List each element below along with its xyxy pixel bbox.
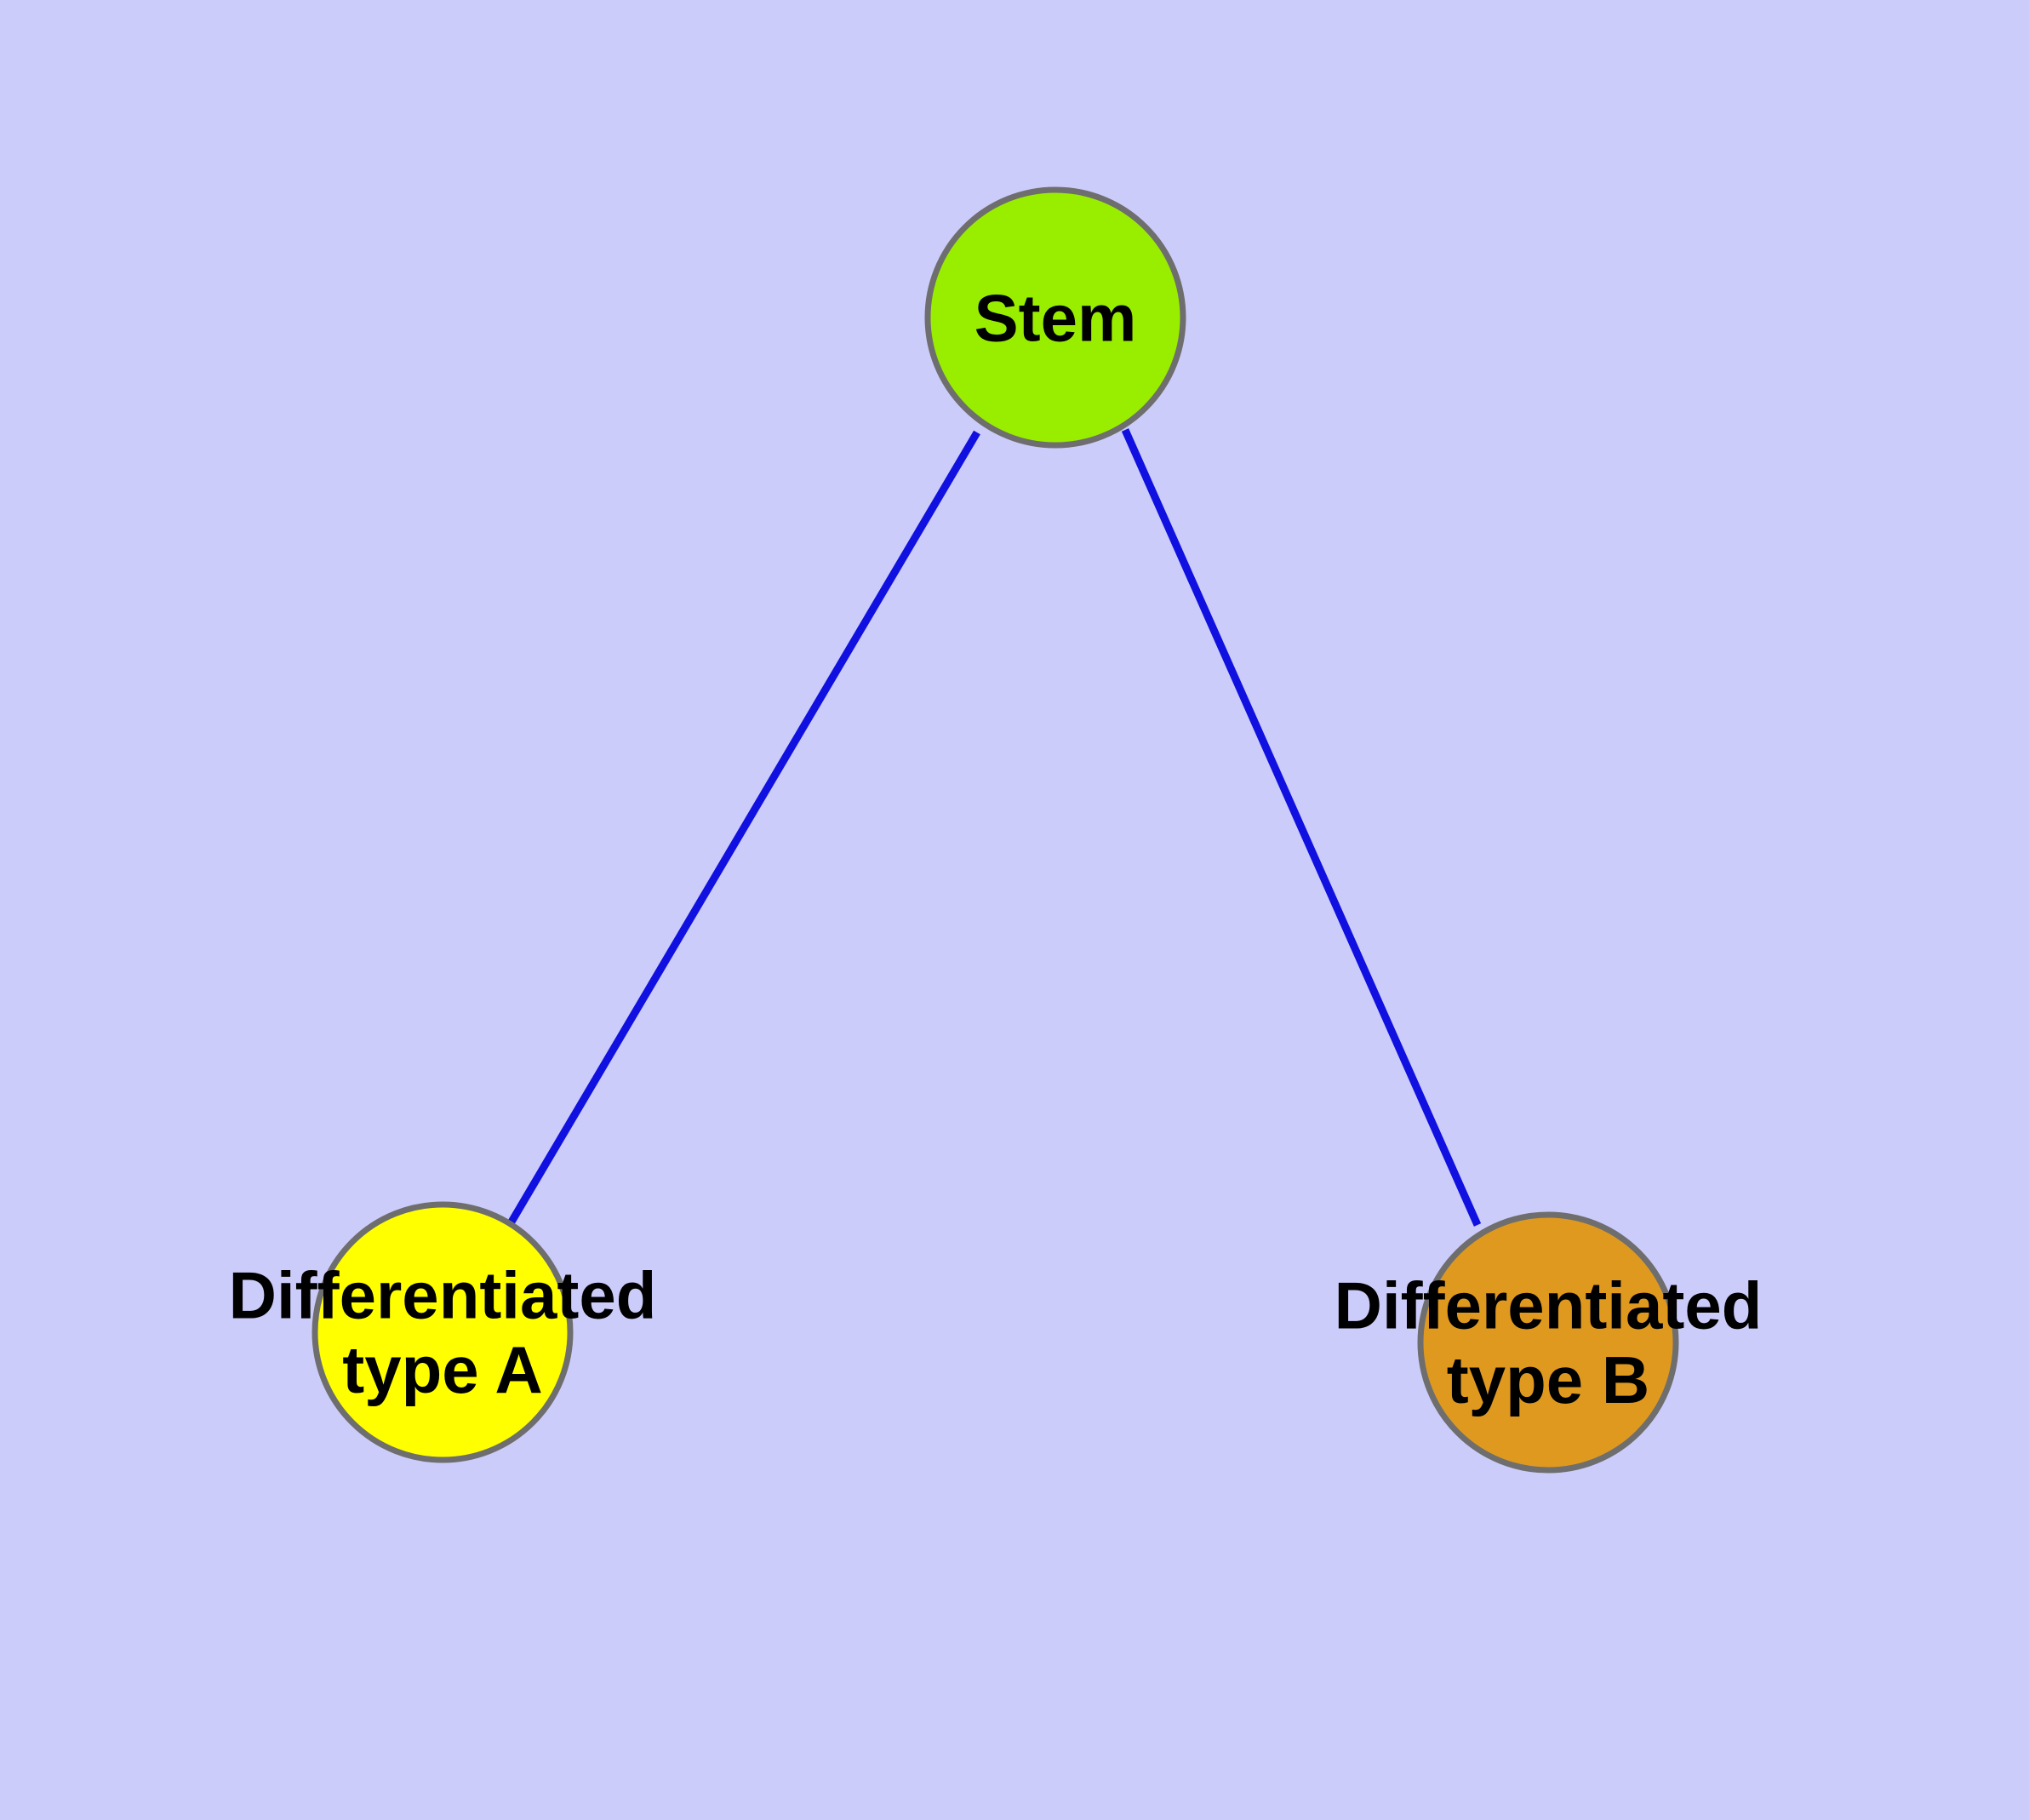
graph-node-diff_b[interactable]: [1417, 1211, 1679, 1474]
nodes-layer: [311, 186, 1679, 1474]
graph-node-label-line: type A: [342, 1332, 543, 1407]
graph-edge-stem-to-diff-a: [507, 430, 980, 1226]
graph-node-label-line: Differentiated: [1335, 1268, 1763, 1343]
edges-layer: [507, 428, 1482, 1227]
graph-node-diff_a[interactable]: [311, 1201, 574, 1463]
graph-node-label-line: Stem: [974, 280, 1137, 355]
graph-node-stem[interactable]: [924, 186, 1186, 449]
graph-node-label-stem: Stem: [974, 280, 1137, 355]
graph-node-label-line: Differentiated: [229, 1258, 657, 1333]
graph-edge-stem-to-diff-b: [1121, 428, 1482, 1227]
graph-node-label-line: type B: [1447, 1342, 1649, 1417]
